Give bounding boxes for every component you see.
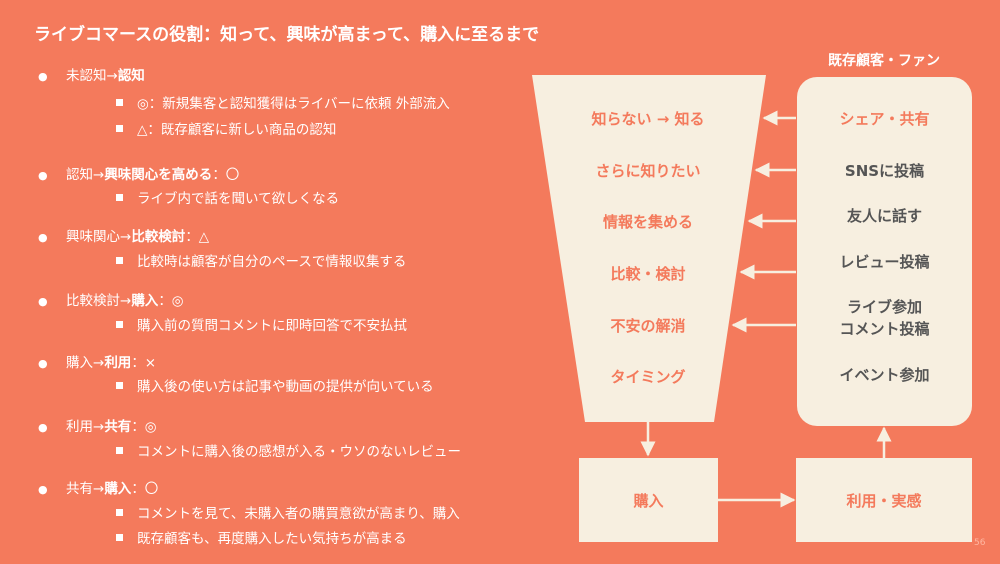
list-subitem: 比較時は顧客が自分のペースで情報収集する [116,250,406,270]
bullet-icon: ● [38,70,48,83]
bullet-icon: ● [38,169,48,182]
square-bullet-icon [116,533,123,541]
list-item: ●共有→購入：〇 [38,481,159,497]
square-bullet-icon [116,256,123,264]
fans-box [797,77,972,426]
funnel-stage: 情報を集める [602,213,693,231]
fans-item: ライブ参加 [846,298,922,316]
list-item: ●興味関心→比較検討：△ [38,229,210,245]
fans-item: コメント投稿 [839,320,930,338]
list-subitem: ライブ内で話を聞いて欲しくなる [116,187,339,207]
funnel-stage: 不安の解消 [610,317,686,335]
fans-item: シェア・共有 [839,110,930,128]
slide-title: ライブコマースの役割：知って、興味が高まって、購入に至るまで [34,25,540,45]
list-subitem: コメントに購入後の感想が入る・ウソのないレビュー [116,440,461,460]
list-item: ●利用→共有：◎ [38,419,157,435]
list-subitem: ◎：新規集客と認知獲得はライバーに依頼 外部流入 [116,92,450,112]
funnel-stage: タイミング [610,368,686,386]
list-item: ●購入→利用：× [38,355,157,371]
fans-item: レビュー投稿 [839,253,930,271]
bullet-icon: ● [38,231,48,244]
list-subitem: △：既存顧客に新しい商品の認知 [116,118,336,138]
square-bullet-icon [116,446,123,454]
square-bullet-icon [116,124,123,132]
fans-item: SNSに投稿 [844,162,925,180]
list-subitem: 既存顧客も、再度購入したい気持ちが高まる [116,527,407,547]
bullet-icon: ● [38,357,48,370]
page-number: 56 [974,538,986,548]
bullet-icon: ● [38,483,48,496]
square-bullet-icon [116,320,123,328]
funnel-shape [532,75,766,422]
list-subitem: 購入後の使い方は記事や動画の提供が向いている [116,375,434,395]
list-item: ●比較検討→購入：◎ [38,293,184,309]
fans-item: 友人に話す [846,207,922,225]
funnel-stage: さらに知りたい [595,162,701,180]
list-item: ●未認知→認知 [38,68,145,84]
list-subitem: 購入前の質問コメントに即時回答で不安払拭 [116,314,407,334]
funnel-stage: 知らない → 知る [591,110,705,128]
square-bullet-icon [116,381,123,389]
list-subitem: コメントを見て、未購入者の購買意欲が高まり、購入 [116,502,460,522]
purchase-box: 購入 [579,458,718,542]
fans-title: 既存顧客・ファン [828,53,940,69]
bullet-icon: ● [38,421,48,434]
usage-box: 利用・実感 [796,458,972,542]
square-bullet-icon [116,98,123,106]
square-bullet-icon [116,193,123,201]
square-bullet-icon [116,508,123,516]
list-item: ●認知→興味関心を高める：〇 [38,167,240,183]
bullet-icon: ● [38,295,48,308]
fans-item: イベント参加 [839,366,930,384]
funnel-stage: 比較・検討 [610,265,686,283]
